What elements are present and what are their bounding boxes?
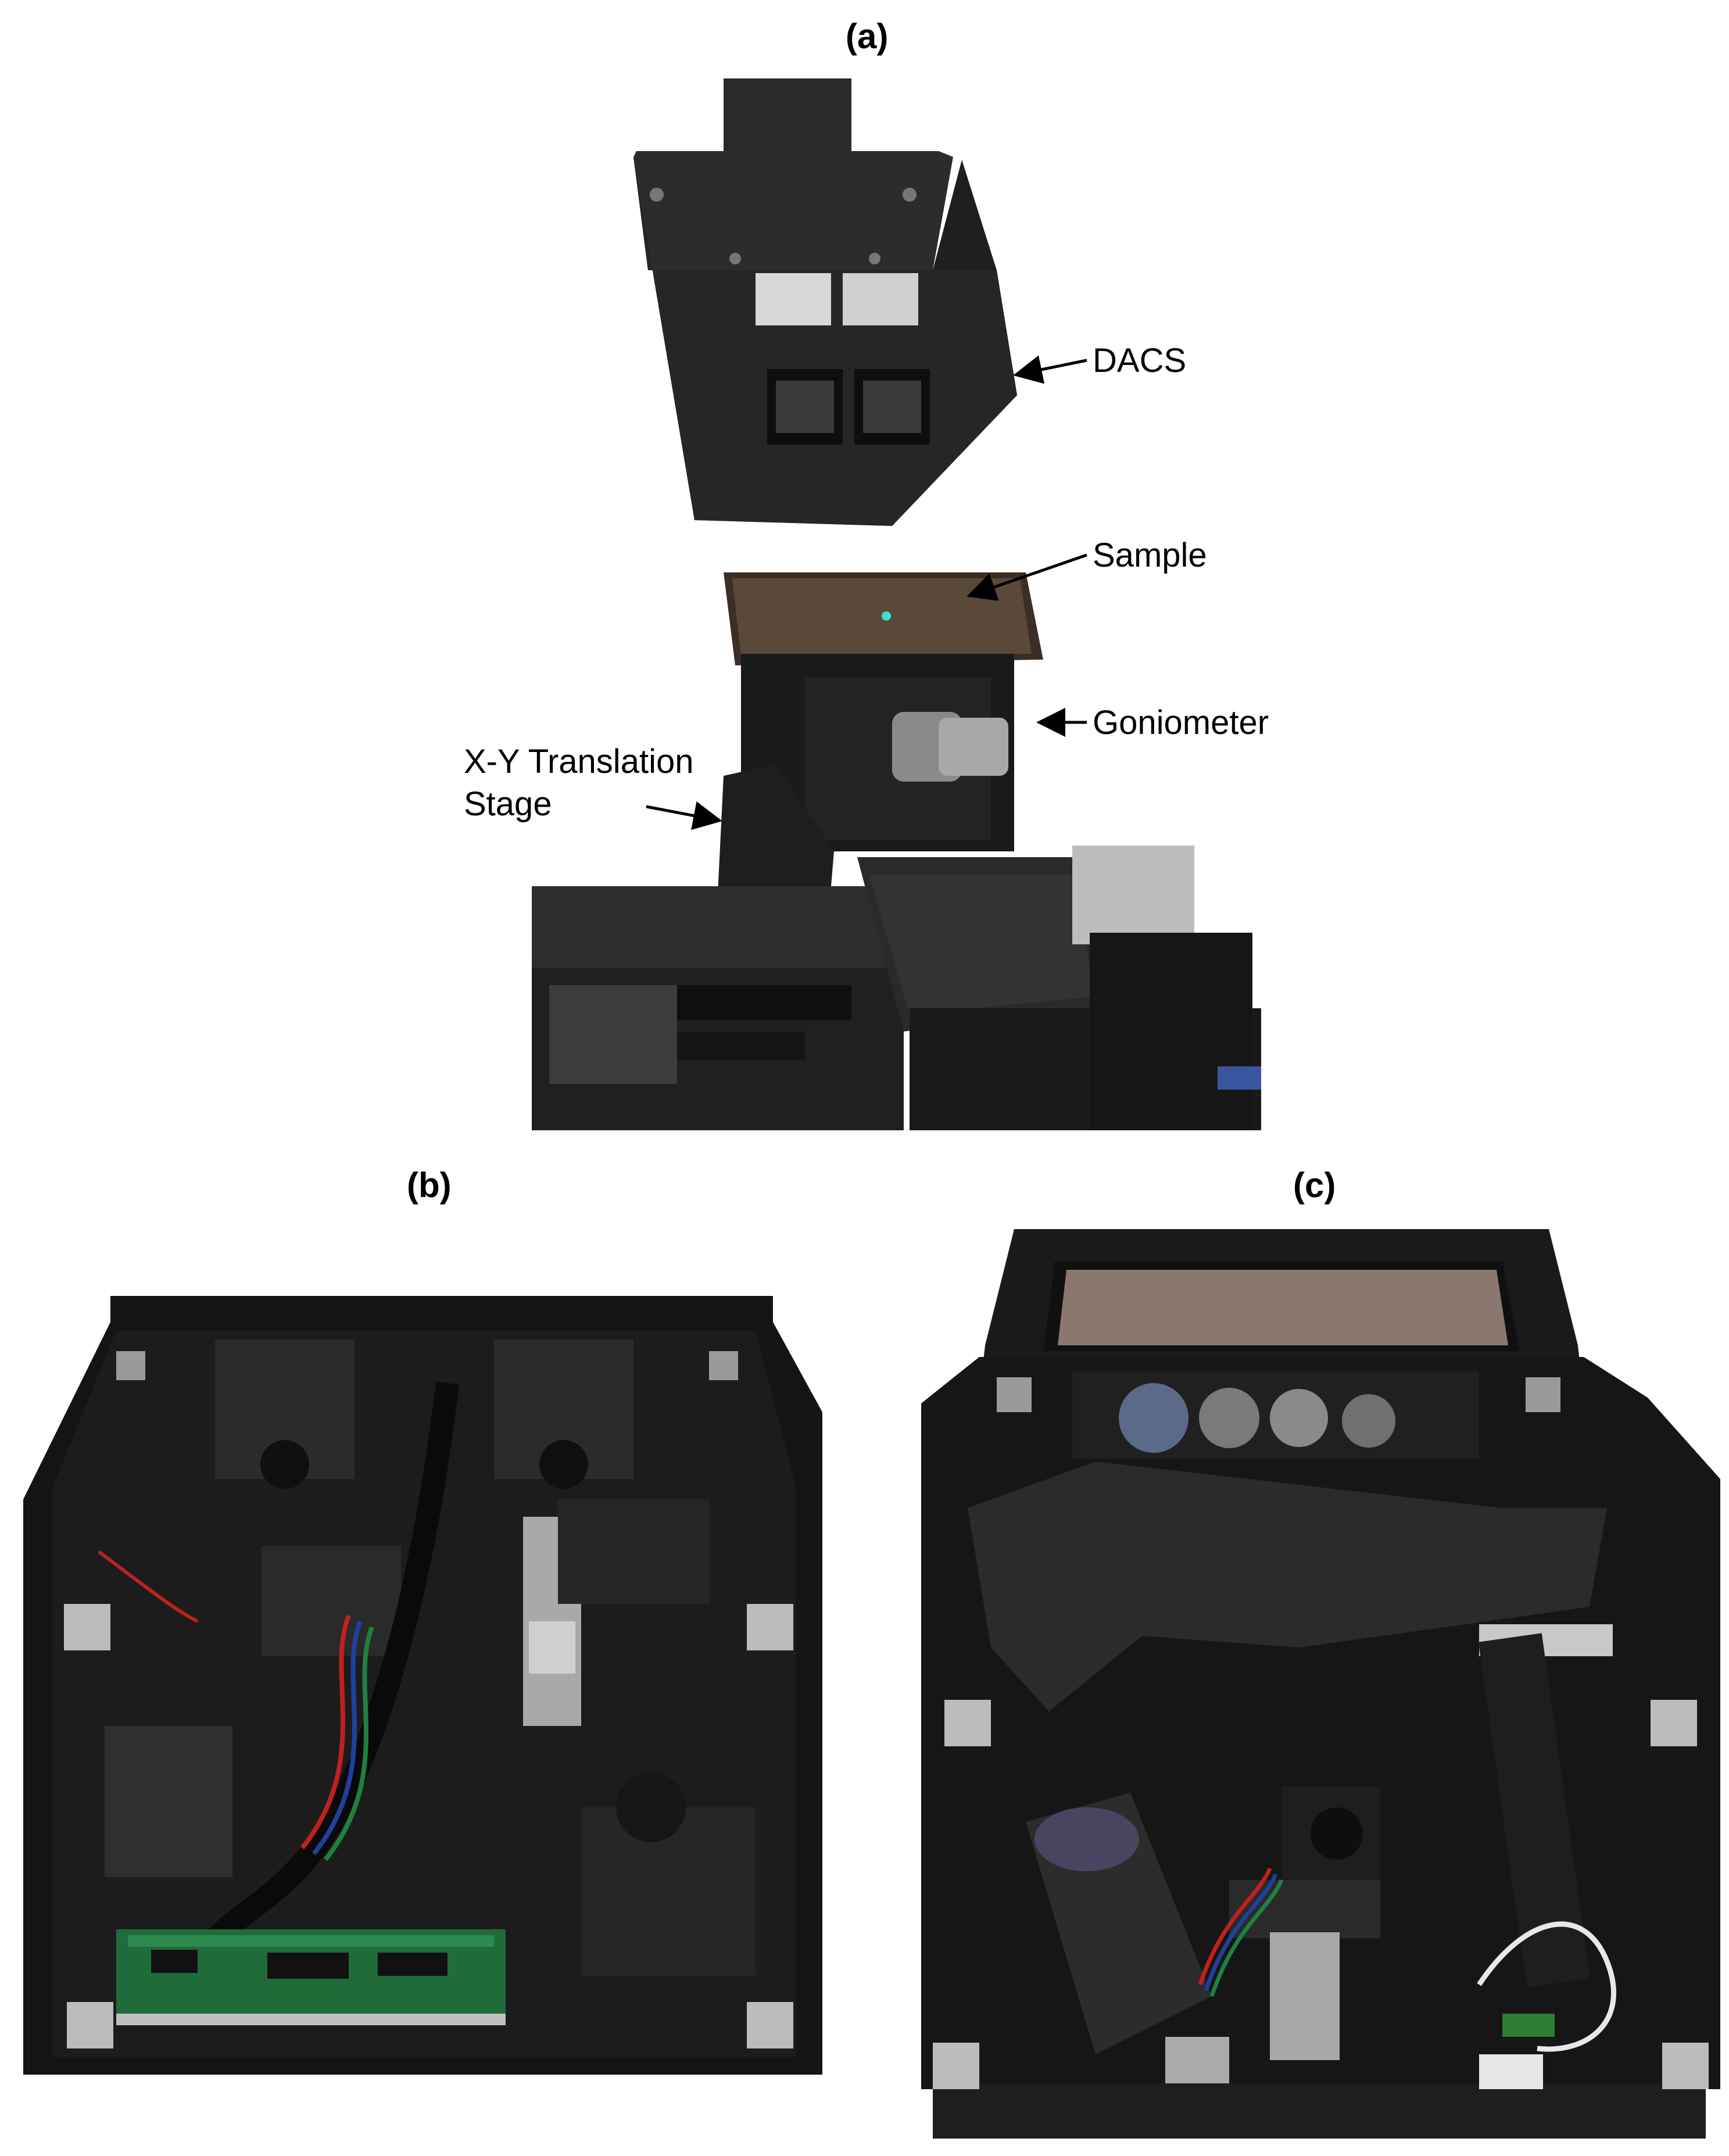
label-sample: Sample [1093, 536, 1207, 574]
label-dacs: DACS [1093, 342, 1187, 379]
panel-label-a: (a) [846, 17, 889, 56]
photo-c-internal-optics [921, 1229, 1720, 2156]
label-xy-translation-stage-line1: X-Y Translation [464, 743, 694, 780]
panel-label-b: (b) [407, 1166, 452, 1205]
photo-b-internal-electronics [23, 1296, 822, 2075]
label-xy-translation-stage-line2: Stage [464, 785, 552, 823]
label-goniometer: Goniometer [1093, 704, 1269, 742]
photo-a-dacs-on-stage [532, 78, 1261, 1130]
panel-label-c: (c) [1293, 1166, 1336, 1205]
label-xy-translation-stage: X-Y Translation Stage [464, 741, 693, 825]
